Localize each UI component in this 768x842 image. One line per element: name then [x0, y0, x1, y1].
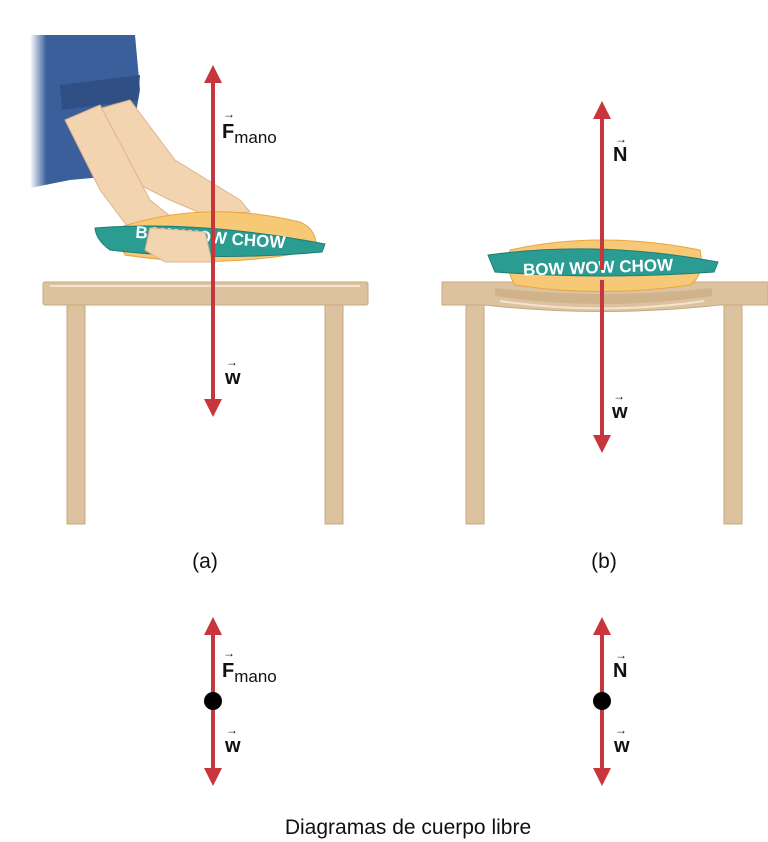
vector-arrow-icon: → — [615, 723, 627, 737]
fbd-b: N → w → — [593, 617, 630, 786]
body-point — [593, 692, 611, 710]
panel-label-a: (a) — [192, 550, 218, 573]
fbd-label-normal: N — [613, 660, 627, 682]
force-label-hand: Fmano — [222, 121, 277, 147]
vector-arrow-icon: → — [615, 648, 627, 662]
fbd-label-weight: w — [613, 735, 630, 757]
table-b — [441, 281, 768, 525]
vector-arrow-icon: → — [226, 723, 238, 737]
fbd-label-hand: Fmano — [222, 660, 277, 686]
vector-arrow-icon: → — [615, 132, 627, 146]
body-point — [204, 692, 222, 710]
panel-a: BOW WOW CHOW Fmano → w → (a) — [30, 35, 369, 573]
vector-arrow-icon: → — [613, 389, 625, 403]
force-label-weight: w — [224, 367, 241, 389]
force-label-normal: N — [613, 144, 627, 166]
force-label-weight: w — [611, 401, 628, 423]
vector-arrow-icon: → — [223, 646, 235, 660]
dog-food-bag-a: BOW WOW CHOW — [94, 211, 326, 263]
fbd-a: Fmano → w → — [204, 617, 277, 786]
figure-caption: Diagramas de cuerpo libre — [285, 816, 531, 839]
panel-b: BOW WOW CHOW N → w → (b) — [441, 101, 768, 573]
fbd-label-weight: w — [224, 735, 241, 757]
vector-arrow-icon: → — [223, 107, 235, 121]
table-a — [42, 281, 369, 525]
vector-arrow-icon: → — [226, 355, 238, 369]
panel-label-b: (b) — [591, 550, 617, 573]
